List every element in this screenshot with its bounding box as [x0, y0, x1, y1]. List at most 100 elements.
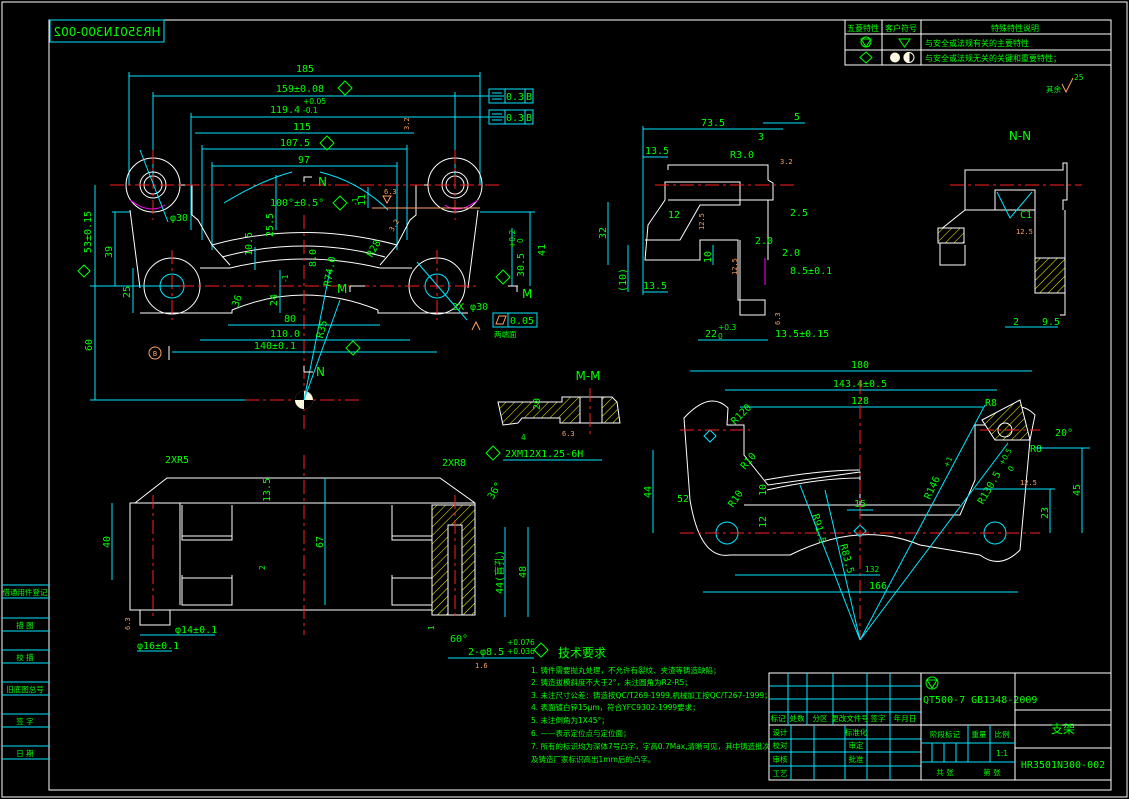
dim-11: 11 [357, 194, 368, 206]
rough-pv: 12.5 [1020, 479, 1037, 487]
dim-53: 53±0.15 [83, 211, 94, 253]
dim-23: 23 [1040, 507, 1051, 519]
diamond-icon [345, 340, 361, 356]
diamond-icon [485, 445, 501, 461]
legend-header-wuling: 五菱特性 [847, 23, 879, 33]
mid-label-authorize: 批准 [849, 754, 864, 764]
hole-tol2: +0.036 [507, 647, 535, 656]
diamond-icon [337, 80, 353, 96]
dim-180: 180 [851, 360, 869, 371]
section-nn-title: N-N [1009, 129, 1031, 143]
dim-159: 159±0.08 [276, 84, 324, 95]
dim-8-5: 8.5±0.1 [790, 266, 832, 277]
mm-dim-20: 20 [532, 398, 543, 410]
dim-30-5: 30.5 [516, 253, 527, 277]
datum-b-label: B [153, 350, 157, 358]
hole-2x-phi30: 2X φ30 [452, 302, 488, 313]
half-circle-icon [903, 51, 910, 64]
triangle-icon [860, 38, 872, 48]
dim-119-tol: +0.05 [303, 97, 326, 106]
dim-52: 52 [677, 494, 689, 505]
mirrored-code: HR3501N300-002 [53, 25, 160, 39]
rough-12-5: 12.5 [698, 213, 706, 230]
dim-32: 32 [598, 227, 609, 239]
dim-10-5: 10.5 [244, 232, 255, 256]
dim-41: 41 [537, 244, 548, 256]
dim-12: 12 [668, 210, 680, 221]
dim-r74: R74.0 [323, 256, 339, 288]
dim-185: 185 [296, 64, 314, 75]
bottom-view: 2XR5 2XR8 13.5 36° 40 67 2 44(盲孔) 48 1 6… [102, 455, 549, 670]
dim-r130-tol: +0.5 [997, 447, 1014, 467]
strip-label-3: 校 描 [16, 652, 34, 662]
dim-8: 8.0 [308, 249, 319, 267]
dim-45-pv: 45 [1072, 484, 1083, 496]
rev-header-4: 更改文件号 [831, 713, 869, 723]
tol-frame-1: 0.3 B [455, 88, 534, 104]
dim-2xr8: 2XR8 [442, 458, 466, 469]
roughness-icon [471, 320, 481, 331]
strip-label-4: 旧底图总号 [6, 684, 44, 694]
dim-60-deg: 60° [450, 634, 468, 645]
dim-r83: R83.5 [837, 543, 855, 575]
strip-label-2: 描 图 [16, 620, 33, 630]
legend-header-customer: 客户符号 [885, 23, 917, 33]
diamond-icon [495, 269, 511, 285]
tech-requirements: 技术要求 1. 铸件需要抛丸处理，不允许有裂纹、夹渣等铸造缺陷； 2. 铸造拔模… [531, 646, 772, 764]
dim-nn-2: 2 [1013, 317, 1019, 328]
tol-frame-2-value: 0.3 [506, 113, 524, 124]
rough-nn: 12.5 [1016, 228, 1033, 236]
dim-r10a: R10 [739, 451, 759, 472]
tech-item-3: 3. 未注尺寸公差：铸造按QC/T269-1999,机械加工按QC/T267-1… [531, 690, 772, 700]
sheet-no: 第 张 [983, 767, 1001, 777]
dim-67: 67 [315, 536, 326, 548]
dim-10-pv: 10 [758, 484, 769, 496]
flatness-note: 两端面 [494, 329, 517, 339]
row-label-review: 审核 [773, 754, 788, 764]
rough-16-bv: 1.6 [475, 662, 488, 670]
section-arrow-n-top: N [318, 175, 327, 189]
dim-5: 5 [794, 112, 800, 123]
dim-phi16: φ16±0.1 [137, 641, 179, 652]
tol-frame-2: 0.3 B [418, 109, 534, 125]
dim-r35: R35 [315, 319, 330, 339]
dim-97: 97 [298, 155, 310, 166]
title-block: 标记 处数 分区 更改文件号 签字 年月日 设计 校对 审核 工艺 标准化 审定… [768, 672, 1112, 781]
dim-20-deg: 20° [1055, 428, 1073, 439]
material-spec: QT500-7 GB1348-2009 [923, 695, 1037, 706]
dim-13-5-top: 13.5 [645, 146, 669, 157]
section-mm-title: M-M [575, 369, 600, 383]
dim-12-pv: 12 [758, 516, 769, 528]
strip-label-1: 借通用件登记 [3, 587, 48, 597]
legend-row2-desc: 与安全或法规无关的关键和重要特性； [925, 53, 1061, 63]
tol-frame-1-value: 0.3 [506, 92, 524, 103]
tech-item-7: 7. 所有的标识均为深体7号凸字，字高0.7Max,清晰可见，其中铸造批次 [531, 741, 771, 751]
dim-128: 128 [851, 396, 869, 407]
dim-13-5-bot: 13.5 [643, 281, 667, 292]
inner-border [48, 19, 1112, 791]
dim-2-5: 2.5 [790, 208, 808, 219]
sheet-total: 共 张 [936, 768, 954, 777]
rough-32: 3.2 [403, 117, 411, 130]
dim-r91: R91.5 [809, 513, 827, 545]
dim-2-bv: 2 [258, 565, 267, 570]
diamond-icon [332, 195, 348, 211]
dim-2-0b: 2.0 [782, 248, 800, 259]
dim-39: 39 [104, 246, 115, 258]
symmetry-icon [490, 92, 504, 100]
scale-value: 1:1 [996, 749, 1008, 758]
row-label-design: 设计 [773, 727, 788, 737]
strip-label-5: 签 字 [16, 716, 33, 726]
roughness-check-icon [1061, 77, 1074, 94]
dim-22-tol2: 0 [718, 332, 723, 341]
section-m-label-2: M [522, 287, 532, 301]
filled-circle-icon [890, 52, 900, 63]
dim-36: 36 [230, 294, 244, 309]
remaining-note: 其余 [1046, 84, 1062, 94]
dim-110: 110.0 [270, 329, 300, 340]
roughness-icon [382, 195, 392, 205]
dim-73-5: 73.5 [701, 118, 725, 129]
dim-24-tol: -1 [281, 274, 290, 282]
hole-spec: 2-φ8.5 [468, 647, 504, 658]
